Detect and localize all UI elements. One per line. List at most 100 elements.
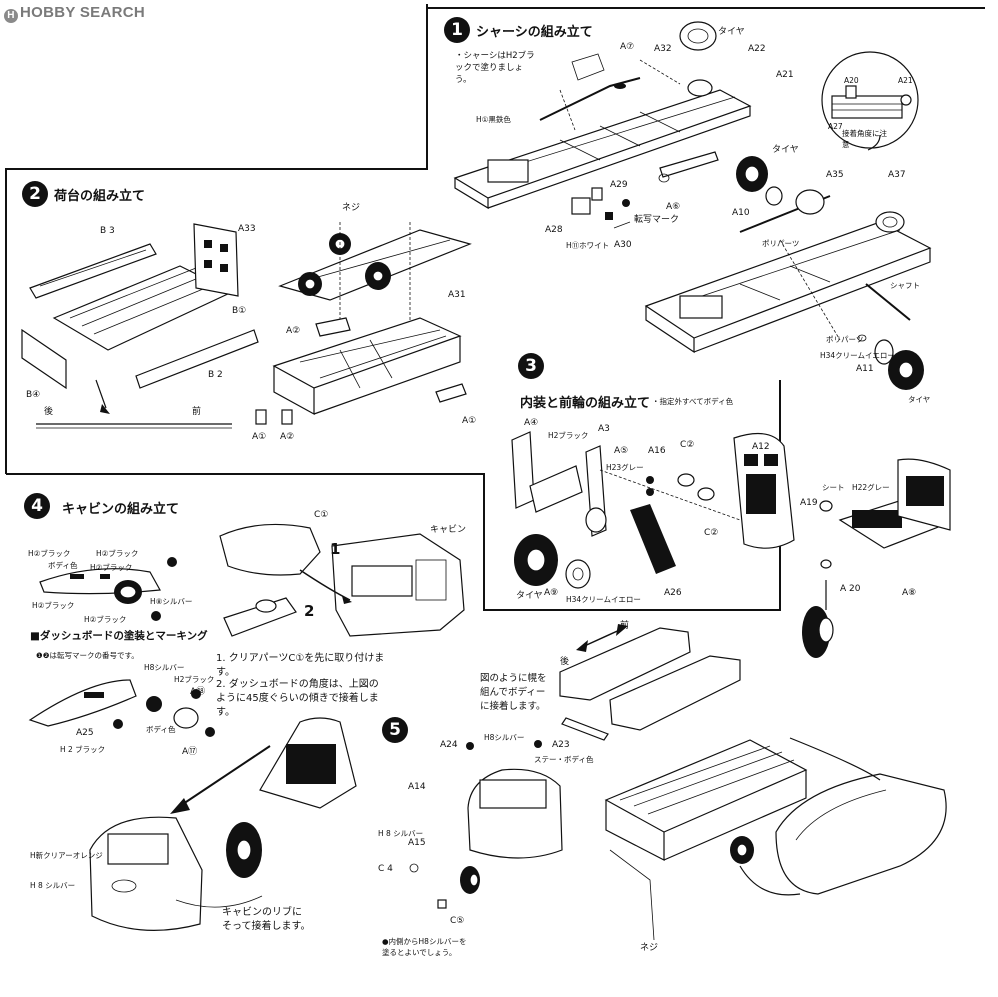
step1-label-white: H⑪ホワイト: [566, 241, 610, 250]
step4-label-black1: H②ブラック: [28, 549, 71, 558]
step1-label-polycap2: ポリパーツ: [826, 335, 864, 344]
step3-label-gray: H23グレー: [606, 463, 644, 472]
step3-label-gray2: H22グレー: [852, 483, 890, 492]
step5-label-silver: H8シルバー: [484, 733, 525, 742]
step2-label-b2: B 2: [208, 370, 223, 380]
step1-label-a21: A21: [776, 70, 794, 80]
step4-label-black6: H 2 ブラック: [60, 745, 106, 754]
step5-label-screw: ネジ: [640, 943, 659, 953]
step5-label-silver2: H 8 シルバー: [378, 829, 424, 838]
step2-label-b3: B 3: [100, 226, 115, 236]
step1-detail-a20: A20: [844, 76, 859, 85]
step2-label-a2b: A②: [280, 432, 295, 442]
step1-number: 1: [444, 17, 470, 43]
step3-label-tire: タイヤ: [516, 591, 543, 601]
step1-label-a29: A29: [610, 180, 628, 190]
step1-label-a35: A35: [826, 170, 844, 180]
step5-label-rear: 後: [560, 657, 570, 667]
step5-label-a24: A24: [440, 740, 458, 750]
step3-title: 内装と前輪の組み立て: [520, 396, 651, 411]
step4-label-a25: A25: [76, 728, 94, 738]
step1-label-a28: A28: [545, 225, 563, 235]
step4-instruction-2-text: ダッシュボードの角度は、上図のように45度ぐらいの傾きで接着します。: [216, 679, 379, 718]
step1-label-polycap: ポリパーツ: [762, 239, 800, 248]
step4-dash-title: ■ダッシュボードの塗装とマーキング: [30, 630, 208, 642]
step5-number: 5: [382, 717, 408, 743]
step2-label-front: 前: [192, 407, 202, 417]
step1-label-a11: A11: [856, 364, 874, 374]
step3-number: 3: [518, 353, 544, 379]
step4-instruction-2-num: 2.: [216, 679, 226, 690]
step1-label-a30: A30: [614, 240, 632, 250]
step2-label-rear: 後: [44, 407, 54, 417]
step1-label-shaft: シャフト: [890, 281, 920, 290]
step2-label-b1: B①: [232, 306, 247, 316]
step4-label-silver2: H8シルバー: [144, 663, 185, 672]
step5-label-a14: A14: [408, 782, 426, 792]
step1-label-a6: A⑥: [666, 202, 681, 212]
step4-title: キャビンの組み立て: [62, 502, 180, 517]
step1-label-paint: H①黒鉄色: [476, 115, 511, 124]
step3-label-a12: A12: [752, 442, 770, 452]
step3-label-a8: A⑧: [902, 588, 917, 598]
step1-detail-note: 接着角度に注意: [842, 129, 887, 149]
step4-number: 4: [24, 493, 50, 519]
step3-label-a16: A16: [648, 446, 666, 456]
step5-label-front: 前: [620, 621, 630, 631]
watermark-logo-icon: H: [4, 9, 18, 23]
step1-detail-a21: A21: [898, 76, 913, 85]
step3-label-a19: A19: [800, 498, 818, 508]
step3-label-a20: A 20: [840, 584, 861, 594]
step5-label-stay: ステー・ボディ色: [534, 755, 594, 764]
step4-label-a18: A⑱: [190, 687, 206, 697]
step1-label-tire: タイヤ: [718, 27, 745, 37]
step3-label-a3: A3: [598, 424, 610, 434]
step4-label-black-2b: H②ブラック: [84, 615, 127, 624]
step3-subtitle: ・指定外すべてボディ色: [652, 397, 734, 406]
step5-label-a23: A23: [552, 740, 570, 750]
step1-label-tire3: タイヤ: [908, 395, 931, 404]
step1-label-a10: A10: [732, 208, 750, 218]
step2-label-b4: B④: [26, 390, 41, 400]
step1-label-a37: A37: [888, 170, 906, 180]
step1-label-decal: 転写マーク: [634, 215, 680, 225]
step1-label-cream: H34クリームイエロー: [820, 351, 895, 360]
step5-hood-note: 図のように幌を 組んでボディー に接着します。: [480, 673, 547, 712]
step2-label-a31: A31: [448, 290, 466, 300]
step2-number: 2: [22, 181, 48, 207]
step3-label-black: H2ブラック: [548, 431, 589, 440]
step4-instruction-1-num: 1.: [216, 653, 226, 664]
step3-label-a26: A26: [664, 588, 682, 598]
step4-label-silver: H⑧シルバー: [150, 597, 193, 606]
step4-label-black2: H②ブラック: [96, 549, 139, 558]
step4-label-body-color: ボディ色: [48, 561, 78, 570]
step3-label-c2: C②: [680, 440, 695, 450]
step3-label-a5: A⑤: [614, 446, 629, 456]
step4-label-body2: ボディ色: [146, 725, 176, 734]
step5-label-a15: A15: [408, 838, 426, 848]
step4-instruction-2: 2. ダッシュボードの角度は、上図のように45度ぐらいの傾きで接着します。: [216, 678, 386, 720]
watermark-text: HOBBY SEARCH: [20, 4, 146, 21]
step4-big-2: 2: [304, 602, 315, 620]
step1-label-a22: A22: [748, 44, 766, 54]
step5-label-c4: C 4: [378, 864, 393, 874]
step2-label-screw: ネジ: [342, 203, 361, 213]
step4-label-clear-orange: H新クリアーオレンジ: [30, 851, 103, 860]
step2-label-a1b: A①: [252, 432, 267, 442]
step4-label-a17: A⑰: [182, 747, 198, 757]
step3-label-a4: A④: [524, 418, 539, 428]
step1-detail-a27: A27: [828, 122, 843, 131]
step5-label-c5: C⑤: [450, 916, 465, 926]
step4-label-black3: H②ブラック: [90, 563, 133, 572]
step4-rib-note: キャビンのリブに そって接着します。: [222, 907, 311, 932]
step1-title: シャーシの組み立て: [476, 25, 593, 40]
step1-label-a7: A⑦: [620, 42, 635, 52]
step4-big-1: 1: [330, 540, 341, 558]
step5-inside-note: ●内側からH8シルバーを 塗るとよいでしょう。: [382, 937, 467, 957]
step1-label-a32: A32: [654, 44, 672, 54]
